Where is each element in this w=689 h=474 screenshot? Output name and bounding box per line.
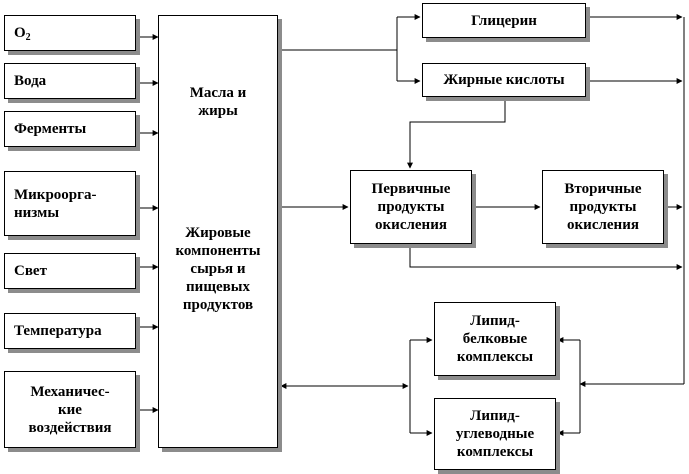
primary-oxidation-box: Первичные продукты окисления <box>350 170 472 244</box>
lipid-protein-label: Липид- белковые комплексы <box>456 313 534 365</box>
secondary-oxidation-label: Вторичные продукты окисления <box>564 181 642 233</box>
glycerin-box: Глицерин <box>422 3 586 38</box>
input-light: Свет <box>4 253 136 289</box>
center-fats-box: Масла и жиры Жировые компоненты сырья и … <box>158 15 278 448</box>
primary-oxidation-label: Первичные продукты окисления <box>371 181 451 233</box>
input-oxygen: O2 <box>4 15 136 51</box>
oxygen-label: O2 <box>14 25 31 43</box>
input-mechanical: Механичес- кие воздействия <box>4 371 136 448</box>
fat-components-label: Жировые компоненты сырья и пищевых проду… <box>175 225 261 313</box>
fatty-acids-box: Жирные кислоты <box>422 63 586 97</box>
lipid-protein-box: Липид- белковые комплексы <box>434 302 556 376</box>
input-enzymes: Ферменты <box>4 111 136 147</box>
fatty-acids-label: Жирные кислоты <box>443 72 565 88</box>
input-microorganisms: Микроорга- низмы <box>4 171 136 236</box>
enzymes-label: Ферменты <box>14 121 87 137</box>
temperature-label: Температура <box>14 323 102 339</box>
microorganisms-label: Микроорга- низмы <box>14 186 97 221</box>
water-label: Вода <box>14 73 47 89</box>
lipid-carb-label: Липид- углеводные комплексы <box>455 408 535 460</box>
oils-fats-label: Масла и жиры <box>189 85 247 119</box>
mechanical-label: Механичес- кие воздействия <box>28 383 112 436</box>
light-label: Свет <box>14 263 47 279</box>
secondary-oxidation-box: Вторичные продукты окисления <box>542 170 664 244</box>
arrow-primary-to-bus <box>409 244 683 270</box>
lipid-carb-box: Липид- углеводные комплексы <box>434 398 556 470</box>
arrow-fatty-acids-to-primary <box>407 95 506 169</box>
input-temperature: Температура <box>4 313 136 349</box>
glycerin-label: Глицерин <box>471 12 537 29</box>
input-water: Вода <box>4 63 136 99</box>
